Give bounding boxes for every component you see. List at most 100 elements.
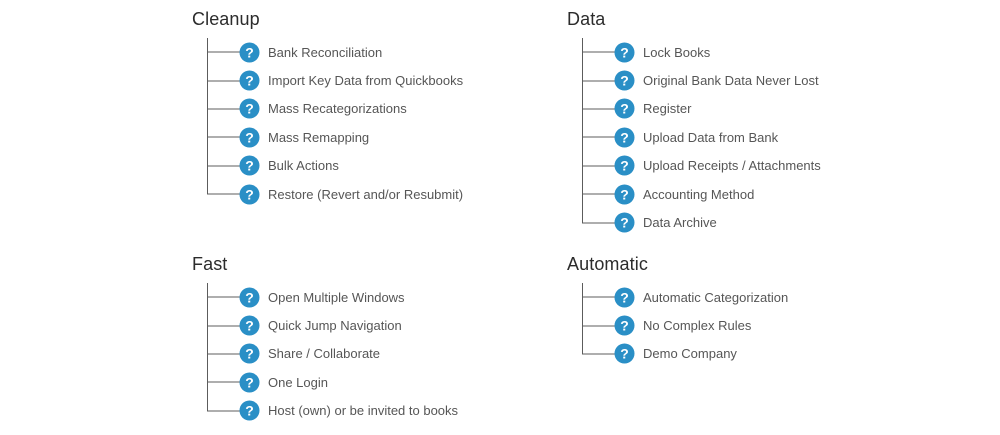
branch-connector-line xyxy=(207,51,241,53)
tree-branch[interactable]: ? No Complex Rules xyxy=(567,311,788,339)
question-mark-circle-icon[interactable]: ? xyxy=(239,70,260,91)
section-title-fast: Fast xyxy=(192,254,228,274)
section-title-data: Data xyxy=(567,9,606,29)
question-mark-circle-icon[interactable]: ? xyxy=(614,155,635,176)
tree-cleanup: ?Bank Reconciliation? Import Key Data fro… xyxy=(192,38,463,208)
tree-branch[interactable]: ? Restore (Revert and/or Resubmit) xyxy=(192,180,463,208)
branch-connector-line xyxy=(207,165,241,167)
tree-data: ? Lock Books? Original Bank Data Never Los… xyxy=(567,38,821,237)
svg-text:?: ? xyxy=(245,289,254,305)
tree-branch[interactable]: ?Accounting Method xyxy=(567,180,821,208)
branch-label: Host (own) or be invited to books xyxy=(268,403,459,419)
question-mark-circle-icon[interactable]: ? xyxy=(614,98,635,119)
question-mark-circle-icon[interactable]: ? xyxy=(614,315,635,336)
branch-label: Mass Remapping xyxy=(268,129,370,145)
svg-text:?: ? xyxy=(620,186,629,202)
svg-text:?: ? xyxy=(245,374,254,390)
branch-connector-line xyxy=(207,136,241,138)
branch-label: Register xyxy=(643,101,692,117)
question-mark-circle-icon[interactable]: ? xyxy=(239,315,260,336)
branch-connector-line xyxy=(582,222,616,224)
question-mark-circle-icon[interactable]: ? xyxy=(239,98,260,119)
branch-label: Restore (Revert and/or Resubmit) xyxy=(268,186,464,202)
svg-text:?: ? xyxy=(620,101,629,117)
question-mark-circle-icon[interactable]: ? xyxy=(614,212,635,233)
branch-connector-line xyxy=(582,353,616,355)
question-mark-circle-icon[interactable]: ? xyxy=(239,127,260,148)
svg-text:?: ? xyxy=(620,346,629,362)
svg-text:?: ? xyxy=(245,346,254,362)
tree-branch[interactable]: ? Automatic Categorization xyxy=(567,283,788,311)
tree-branch[interactable]: ? Data Archive xyxy=(567,208,821,236)
question-mark-circle-icon[interactable]: ? xyxy=(239,343,260,364)
tree-branch[interactable]: ?Share / Collaborate xyxy=(192,340,458,368)
svg-text:?: ? xyxy=(620,289,629,305)
question-mark-circle-icon[interactable]: ? xyxy=(614,42,635,63)
svg-text:?: ? xyxy=(245,44,254,60)
tree-trunk-cleanup xyxy=(207,38,208,195)
question-mark-circle-icon[interactable]: ? xyxy=(239,372,260,393)
tree-branch[interactable]: ?Demo Company xyxy=(567,340,788,368)
branch-label: Data Archive xyxy=(643,215,717,231)
tree-branch[interactable]: ? Open Multiple Windows xyxy=(192,283,458,311)
tree-trunk-fast xyxy=(207,283,208,411)
branch-label: No Complex Rules xyxy=(643,318,752,334)
branch-connector-line xyxy=(207,108,241,110)
branch-connector-line xyxy=(582,80,616,82)
tree-fast: ? Open Multiple Windows? Quick Jump Naviga… xyxy=(192,283,458,425)
branch-connector-line xyxy=(582,325,616,327)
branch-label: Original Bank Data Never Lost xyxy=(643,73,819,89)
svg-text:?: ? xyxy=(620,214,629,230)
svg-text:?: ? xyxy=(245,101,254,117)
section-automatic: Automatic ? Automatic Categorization? No C… xyxy=(567,254,788,368)
branch-label: Bulk Actions xyxy=(268,158,339,174)
tree-branch[interactable]: ? Register xyxy=(567,95,821,123)
svg-text:?: ? xyxy=(245,129,254,145)
tree-branch[interactable]: ? Mass Recategorizations xyxy=(192,95,463,123)
question-mark-circle-icon[interactable]: ? xyxy=(239,184,260,205)
tree-branch[interactable]: ?Bank Reconciliation xyxy=(192,38,463,66)
branch-label: Open Multiple Windows xyxy=(268,289,405,305)
tree-branch[interactable]: ? Quick Jump Navigation xyxy=(192,311,458,339)
branch-label: Upload Data from Bank xyxy=(643,129,779,145)
question-mark-circle-icon[interactable]: ? xyxy=(239,287,260,308)
branch-label: Automatic Categorization xyxy=(643,289,789,305)
branch-connector-line xyxy=(207,381,241,383)
branch-connector-line xyxy=(207,296,241,298)
tree-branch[interactable]: ?Upload Receipts / Attachments xyxy=(567,152,821,180)
branch-connector-line xyxy=(582,136,616,138)
branch-label: Lock Books xyxy=(643,44,711,60)
question-mark-circle-icon[interactable]: ? xyxy=(614,287,635,308)
tree-branch[interactable]: ?One Login xyxy=(192,368,458,396)
branch-connector-line xyxy=(207,410,241,412)
section-cleanup: Cleanup ?Bank Reconciliation?Import Key … xyxy=(192,9,463,208)
question-mark-circle-icon[interactable]: ? xyxy=(239,42,260,63)
tree-branch[interactable]: ? Lock Books xyxy=(567,38,821,66)
branch-connector-line xyxy=(582,193,616,195)
question-mark-circle-icon[interactable]: ? xyxy=(614,70,635,91)
question-mark-circle-icon[interactable]: ? xyxy=(239,400,260,421)
question-mark-circle-icon[interactable]: ? xyxy=(614,127,635,148)
tree-branch[interactable]: ? Upload Data from Bank xyxy=(567,123,821,151)
section-fast: Fast ? Open Multiple Windows? Quick Jump N… xyxy=(192,254,458,425)
question-mark-circle-icon[interactable]: ? xyxy=(239,155,260,176)
svg-text:?: ? xyxy=(620,129,629,145)
tree-branch[interactable]: ? Bulk Actions xyxy=(192,152,463,180)
svg-text:?: ? xyxy=(620,44,629,60)
tree-branch[interactable]: ? Original Bank Data Never Lost xyxy=(567,66,821,94)
branch-label: Quick Jump Navigation xyxy=(268,318,402,334)
branch-label: Import Key Data from Quickbooks xyxy=(268,73,464,89)
svg-text:?: ? xyxy=(620,72,629,88)
question-mark-circle-icon[interactable]: ? xyxy=(614,184,635,205)
section-title-automatic: Automatic xyxy=(567,254,648,274)
tree-branch[interactable]: ? Mass Remapping xyxy=(192,123,463,151)
branch-label: Mass Recategorizations xyxy=(268,101,407,117)
branch-connector-line xyxy=(582,108,616,110)
question-mark-circle-icon[interactable]: ? xyxy=(614,343,635,364)
svg-text:?: ? xyxy=(245,403,254,419)
branch-list-automatic: ? Automatic Categorization? No Complex Rul… xyxy=(567,283,788,368)
tree-branch[interactable]: ? Import Key Data from Quickbooks xyxy=(192,66,463,94)
svg-text:?: ? xyxy=(620,317,629,333)
tree-trunk-automatic xyxy=(582,283,583,354)
tree-branch[interactable]: ? Host (own) or be invited to books xyxy=(192,397,458,425)
